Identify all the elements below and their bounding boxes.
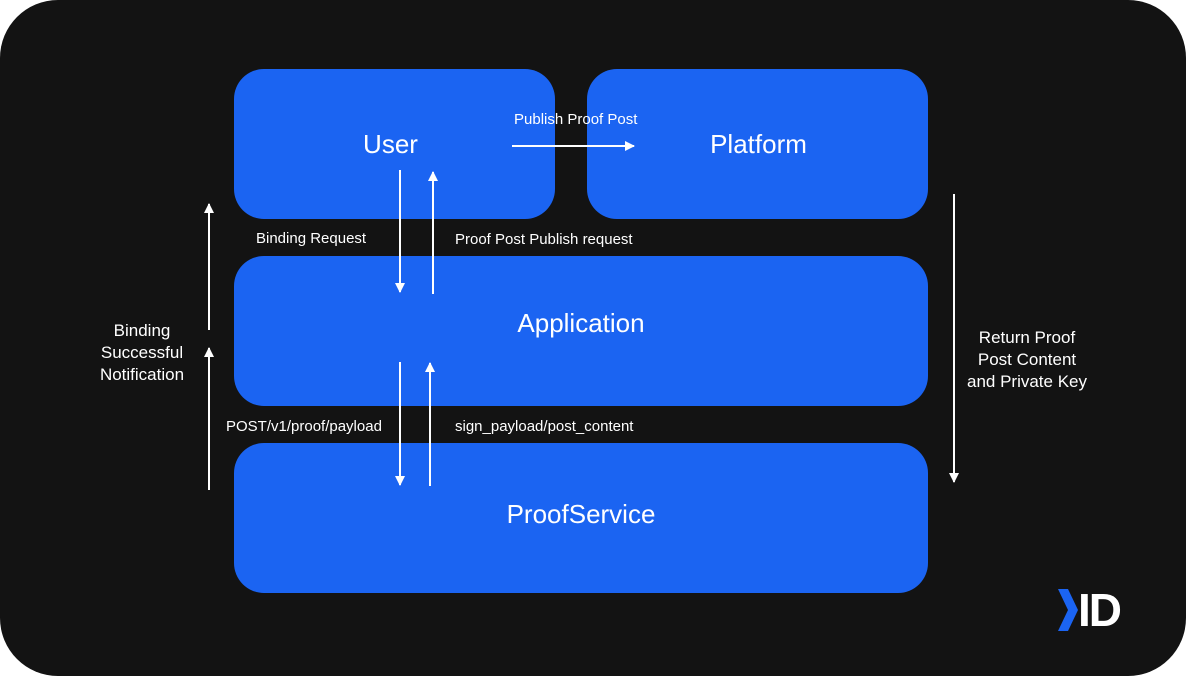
side-label-right-line-2: Post Content <box>977 350 1077 369</box>
side-label-left-line-2: Successful <box>100 343 184 362</box>
side-label-left-line-1: Binding <box>113 321 171 340</box>
edge-label-post-payload: POST/v1/proof/payload <box>226 418 382 435</box>
side-label-left-line-3: Notification <box>99 365 185 384</box>
logo-chevron-icon <box>1058 589 1078 631</box>
node-platform-label: Platform <box>710 128 807 159</box>
node-proof-service: ProofService <box>234 443 928 593</box>
node-user-label: User <box>363 128 418 159</box>
side-label-binding-notification: Binding Successful Notification <box>82 320 202 386</box>
side-label-right-line-3: and Private Key <box>966 372 1087 391</box>
node-proof-service-label: ProofService <box>506 499 656 529</box>
side-label-right-line-1: Return Proof <box>978 328 1076 347</box>
edge-label-binding-request: Binding Request <box>256 230 367 247</box>
edge-label-publish-proof-post: Publish Proof Post <box>514 111 638 128</box>
node-application: Application <box>234 256 928 406</box>
side-label-return-proof: Return Proof Post Content and Private Ke… <box>957 327 1097 393</box>
logo-text: ID <box>1078 584 1122 636</box>
next-id-logo: ID <box>1056 584 1146 636</box>
node-application-label: Application <box>517 307 645 338</box>
node-user: User <box>234 69 555 219</box>
edge-label-sign-payload: sign_payload/post_content <box>455 418 634 435</box>
node-platform: Platform <box>587 69 928 219</box>
edge-label-proof-post-publish-request: Proof Post Publish request <box>455 231 633 248</box>
